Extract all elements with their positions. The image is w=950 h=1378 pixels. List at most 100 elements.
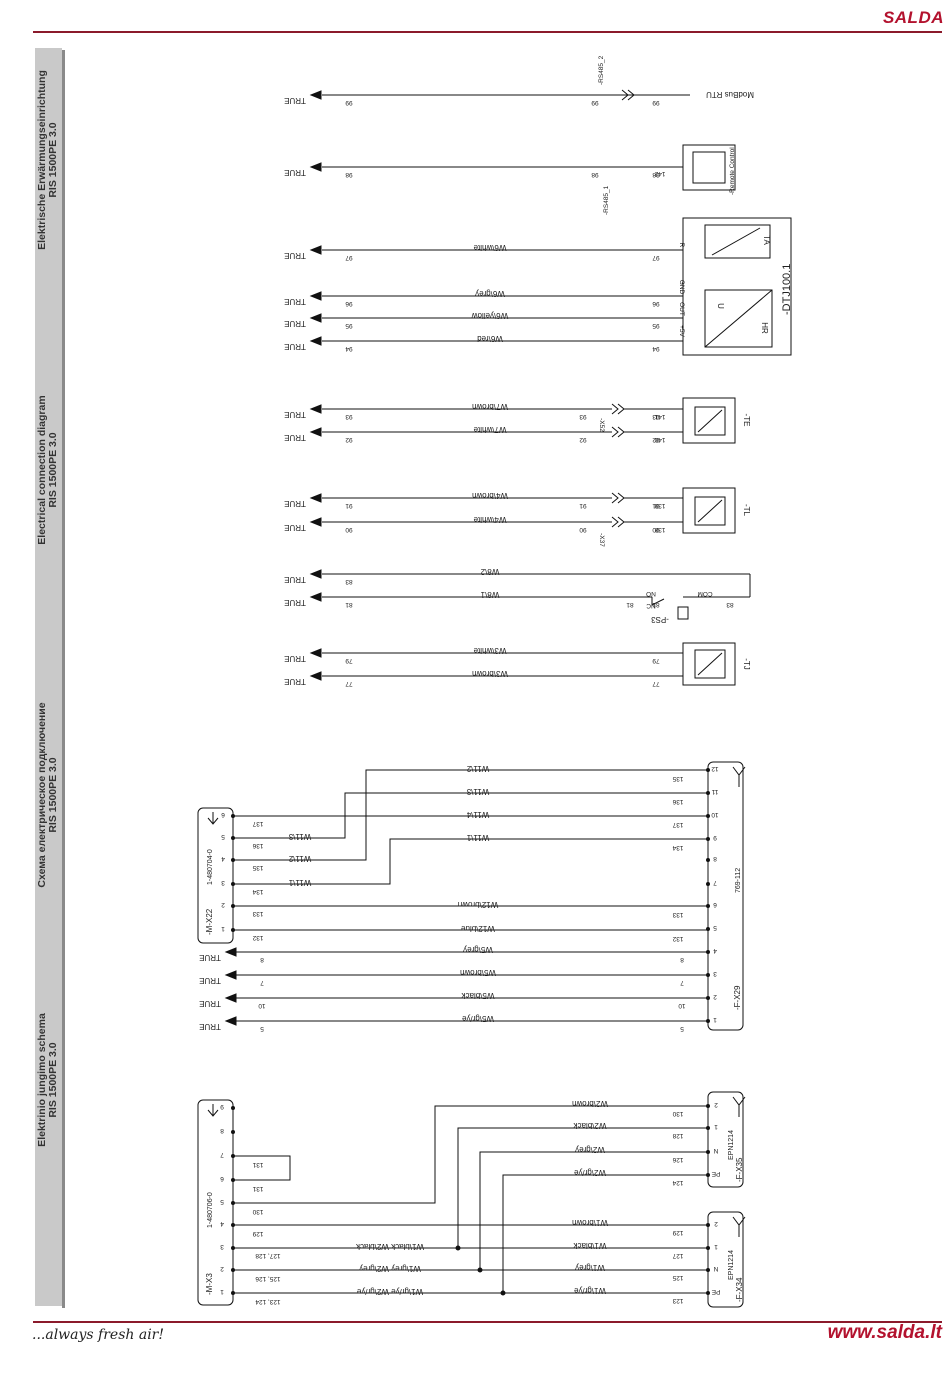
signal-label: TRUE	[284, 319, 306, 328]
salda-logo: SALDA	[882, 8, 944, 27]
wire-color-label: W1\black	[573, 1241, 607, 1250]
wire-number: 97	[345, 254, 353, 261]
connector-icon	[611, 516, 625, 528]
remote-control-label: -Remote Control	[729, 147, 736, 195]
wire-loop-131	[233, 1155, 291, 1181]
signal-arrow-icon	[224, 1016, 237, 1026]
signal-label: TRUE	[199, 976, 221, 985]
pin-dot	[231, 1130, 235, 1134]
signal-arrow-icon	[309, 493, 322, 503]
tl-sensor-box	[682, 487, 736, 534]
mx22-pin: 6	[221, 811, 225, 818]
rs485-1-label: -RS485_1	[603, 185, 610, 215]
ta-sensor-box	[704, 224, 771, 259]
wire-number: 125	[672, 1274, 683, 1281]
fx35-pin: 1	[714, 1123, 718, 1130]
fx34-connector	[707, 1211, 744, 1308]
wire-number: 83	[726, 601, 734, 608]
wire-color-label: W6\yellow	[472, 311, 509, 320]
wire-w2-grye	[502, 1174, 708, 1293]
wire-number-end: 81	[652, 601, 660, 608]
mx3-pin: 3	[220, 1243, 224, 1250]
mx3-pin: 4	[220, 1220, 224, 1227]
dtj-pin-label: GND	[678, 280, 685, 295]
signal-arrow-icon	[309, 404, 322, 414]
mx22-pin: 4	[221, 855, 225, 862]
connector-up-icon	[732, 1096, 746, 1117]
signal-arrow-icon	[309, 245, 322, 255]
wire-number-end: 92	[652, 436, 660, 443]
wire-number: 90	[579, 526, 587, 533]
mx22-wire-number: 137	[252, 820, 263, 827]
fx29-pin: 7	[713, 879, 717, 886]
wire-color-label: W11\2	[288, 854, 311, 863]
fx29-pin: 5	[713, 924, 717, 931]
tj-sensor-element	[694, 649, 726, 679]
junction-dot	[455, 1245, 461, 1251]
modbus-label: ModBus RTU	[706, 90, 754, 99]
wire-number: 130	[252, 1208, 263, 1215]
tj-label: -TJ	[742, 658, 751, 670]
signal-label: TRUE	[284, 168, 306, 177]
fx29-part: 769-112	[735, 868, 742, 893]
mx3-pin: 6	[220, 1175, 224, 1182]
connector-icon	[611, 403, 625, 415]
footer-rule	[33, 1321, 942, 1323]
wire-w11-2	[233, 769, 708, 861]
signal-label: TRUE	[199, 999, 221, 1008]
wire-color-label: W1\brown	[572, 1218, 608, 1227]
wire-color-label: W5\grey	[463, 945, 493, 954]
signal-label: TRUE	[199, 1022, 221, 1031]
wire-color-label: W3\white	[473, 646, 506, 655]
dtj-box	[682, 217, 792, 356]
wire-color-label: W5\gr/ye	[461, 1014, 494, 1023]
signal-label: TRUE	[284, 96, 306, 105]
signal-label: TRUE	[284, 251, 306, 260]
signal-arrow-icon	[309, 517, 322, 527]
wire-number: 92	[579, 436, 587, 443]
pin-dot	[706, 858, 710, 862]
wire-color-label: W11\3	[466, 787, 489, 796]
website-link[interactable]: www.salda.lt	[827, 1322, 942, 1343]
wire-color-label: W6\red	[477, 334, 503, 343]
wire-color-label: W6\white	[473, 243, 506, 252]
wire-number: 130	[672, 1110, 683, 1117]
wire-color-label: W5\black	[461, 991, 495, 1000]
wire-number: 5	[260, 1025, 264, 1032]
fx29-pin: 9	[713, 834, 717, 841]
signal-arrow-icon	[309, 90, 322, 100]
fx29-pin: 6	[713, 901, 717, 908]
wire-number: 8	[680, 956, 684, 963]
fx29-pin: 1	[713, 1016, 717, 1023]
mx22-pin: 3	[221, 879, 225, 886]
signal-arrow-icon	[309, 291, 322, 301]
junction-dot	[477, 1267, 483, 1273]
wire-number: 81	[345, 601, 353, 608]
wire-color-label: W2\gr/ye	[573, 1168, 606, 1177]
wire-number: 5	[680, 1025, 684, 1032]
connector-up-icon	[732, 1216, 746, 1237]
dtj-pin-label: R	[678, 243, 685, 248]
fx34-pin: 2	[714, 1220, 718, 1227]
te-sensor-element	[694, 406, 726, 436]
mx3-pin: 8	[220, 1127, 224, 1134]
wire-number: 7	[680, 979, 684, 986]
mx3-part: 1-480706-0	[207, 1192, 214, 1228]
fx34-label: -F-X34	[735, 1277, 744, 1302]
wire-color-label: W11\1	[288, 878, 311, 887]
wire-number: 123	[672, 1297, 683, 1304]
wire-color-label: W1\black W2\black	[355, 1242, 424, 1251]
signal-label: TRUE	[284, 410, 306, 419]
tj-sensor-box	[682, 642, 736, 686]
mx22-pin: 5	[221, 833, 225, 840]
x37-label: -X37	[598, 533, 605, 547]
wire-number: 10	[678, 1002, 686, 1009]
wire-color-label: W7\brown	[472, 402, 508, 411]
u-label: U	[716, 303, 725, 309]
wire-number-end: 95	[652, 322, 660, 329]
no-label: NO	[646, 590, 656, 597]
wire-w2-black	[457, 1127, 708, 1248]
mx22-part: 1-480704-0	[207, 849, 214, 885]
